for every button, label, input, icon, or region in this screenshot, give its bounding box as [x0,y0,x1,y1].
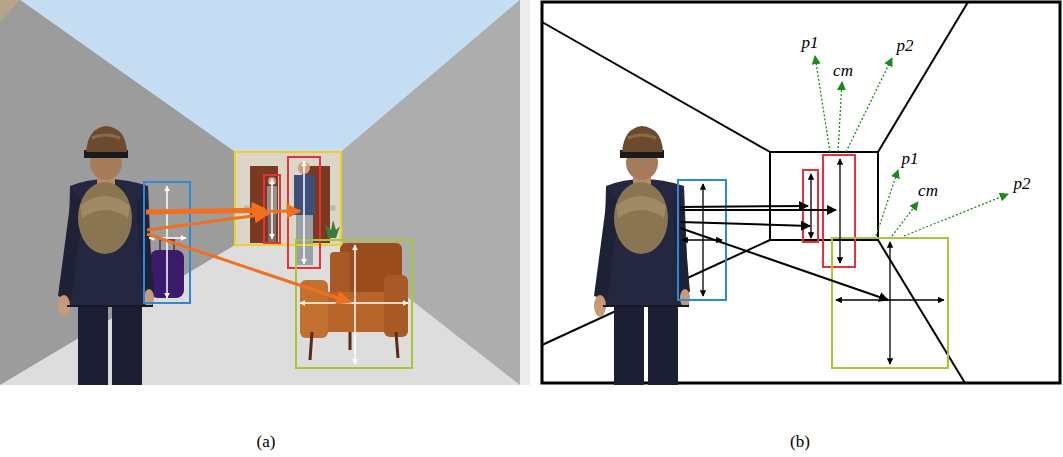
chair-legs [310,332,398,360]
perspective-line [878,240,965,383]
size-arrow [889,242,890,364]
panel-label: (a) [257,433,276,450]
wall-lamp [330,205,336,211]
size-arrows [149,161,408,364]
bounding-box [264,175,280,243]
direction-label: cm [918,182,938,199]
direction-label: p1 [802,34,819,51]
man-figure [58,126,154,385]
direction-arrow [876,170,898,236]
direction-label: p2 [897,37,914,54]
relation-arrow [147,234,350,302]
relation-arrow [680,209,836,211]
direction-arrow [904,194,1008,236]
size-arrow [303,161,305,264]
bounding-box [296,240,412,368]
bounding-box [832,238,948,368]
size-arrow [836,299,944,300]
size-arrow [810,174,811,238]
background [0,0,530,385]
size-arrow [300,302,408,304]
chair-arm [384,275,408,337]
far-person [267,177,277,242]
direction-arrow [838,82,842,152]
plant [325,220,340,238]
direction-label: p1 [902,150,919,167]
size-arrow [354,245,356,364]
direction-arrows [815,56,1008,236]
direction-label: cm [833,62,853,79]
relation-arrows [146,209,350,302]
armchair [300,243,408,360]
size-arrow [839,159,840,263]
panel-a [0,0,530,385]
direction-label: p2 [1014,175,1031,192]
relation-arrow [680,222,810,226]
wall-trim [0,0,20,22]
near-person [294,162,315,265]
relation-arrows [680,206,888,300]
relation-arrow [680,206,808,207]
direction-arrow [815,56,830,152]
panel-b [542,2,1060,385]
edge-strip [520,0,530,385]
man-figure [594,126,690,385]
size-arrows [682,159,944,364]
direction-arrow [892,202,918,236]
relation-arrow [146,211,300,213]
relation-arrow [147,214,268,230]
perspective-line [878,2,968,152]
panel-label: (b) [790,433,810,450]
bounding-box [144,182,190,303]
bounding-box [678,180,726,300]
relation-arrow [680,228,888,300]
size-arrow [271,179,273,239]
